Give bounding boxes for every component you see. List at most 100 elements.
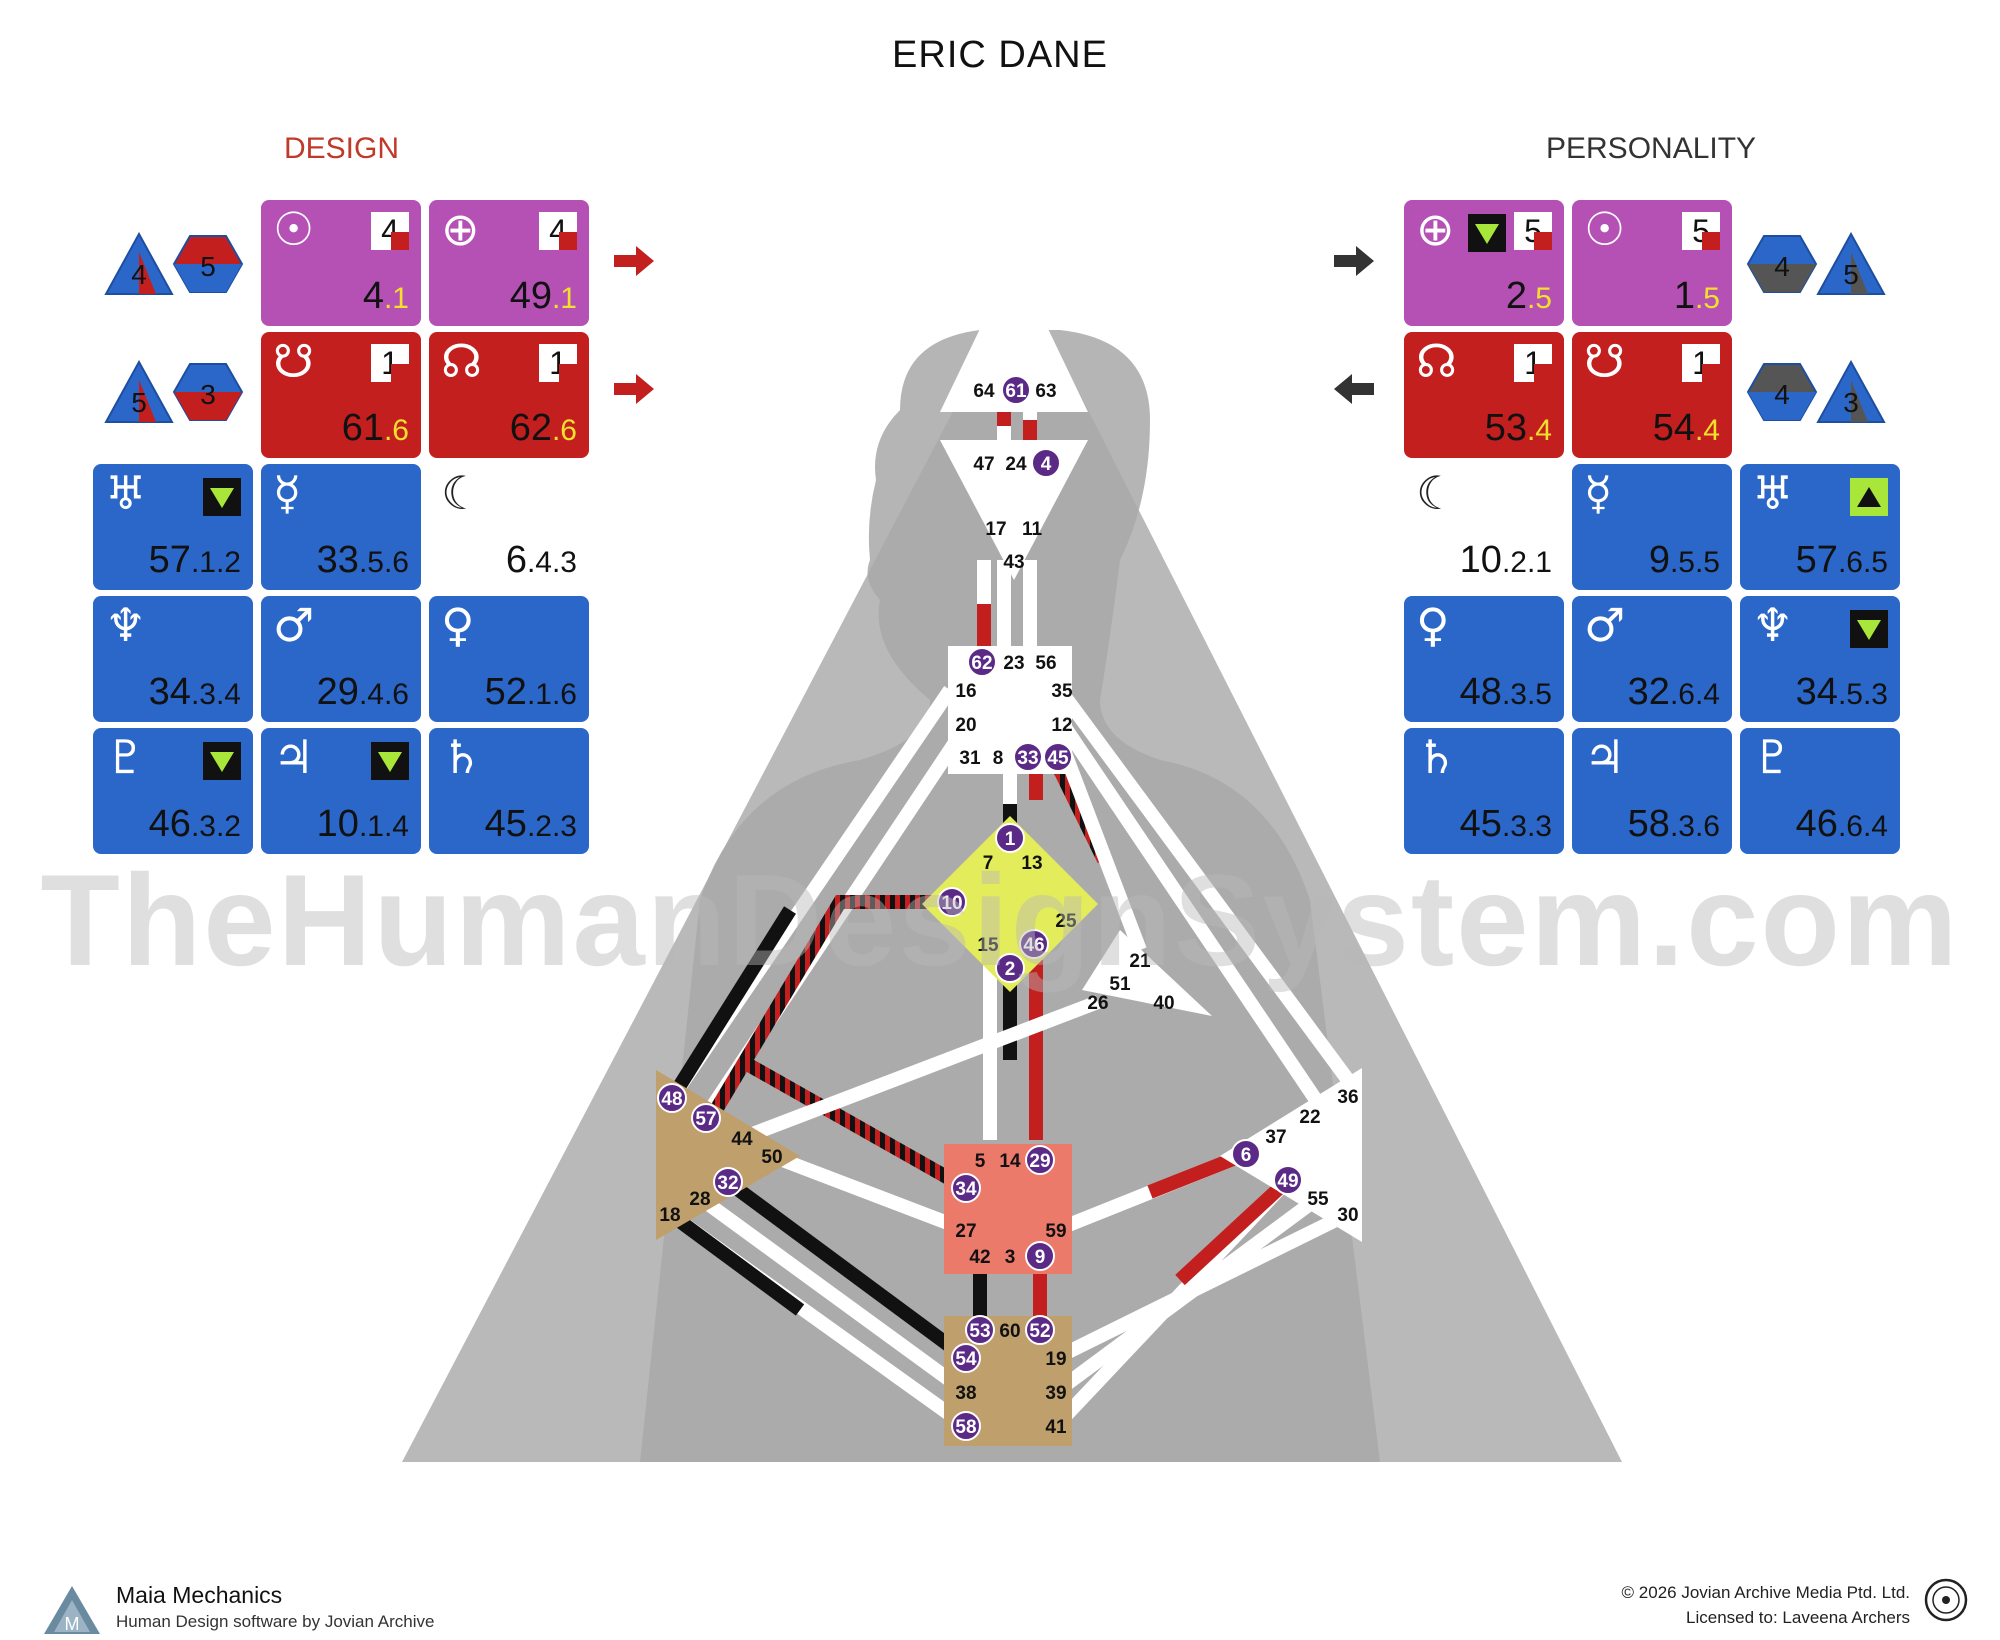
gate-33-active: 33 [1013,742,1043,772]
svg-text:12: 12 [1051,715,1072,736]
gate-39: 39 [1045,1383,1066,1404]
gate-49-active: 49 [1273,1165,1303,1195]
svg-text:48: 48 [661,1089,682,1110]
color-hexagon-badge: 4 [1746,363,1818,421]
activation-value: 52.1.6 [484,671,577,713]
gate-13: 13 [1021,853,1042,874]
svg-text:39: 39 [1045,1383,1066,1404]
color-hexagon-badge: 4 [1746,235,1818,293]
venus-icon: ♀ [1416,598,1450,652]
north-node-icon: ☊ [1416,334,1457,388]
svg-text:24: 24 [1005,454,1027,475]
svg-text:45: 45 [1047,748,1069,769]
svg-text:46: 46 [1023,935,1044,956]
svg-text:57: 57 [695,1109,716,1130]
venus-icon: ♀ [441,598,475,652]
activation-value: 57.1.2 [148,539,241,581]
gate-29-active: 29 [1025,1145,1055,1175]
personality-planet-tile: ☿9.5.5 [1572,464,1732,590]
svg-text:26: 26 [1087,993,1108,1014]
svg-text:4: 4 [131,259,147,290]
gate-1-active: 1 [995,823,1025,853]
svg-text:25: 25 [1055,911,1077,932]
neptune-icon: ♆ [1752,598,1794,652]
activation-value: 61.6 [341,407,409,449]
gate-17: 17 [985,519,1006,540]
svg-text:60: 60 [999,1321,1020,1342]
svg-text:38: 38 [955,1383,976,1404]
activation-value: 29.4.6 [316,671,409,713]
tone-triangle-badge: 3 [1816,360,1886,423]
svg-text:61: 61 [1005,381,1027,402]
design-planet-tile: ♄45.2.3 [429,728,589,854]
gate-2-active: 2 [995,953,1025,983]
gate-21: 21 [1129,951,1151,972]
gate-4-active: 4 [1031,448,1061,478]
svg-text:41: 41 [1045,1417,1067,1438]
activation-value: 1.5 [1673,275,1720,317]
personality-planet-tile: ♀48.3.5 [1404,596,1564,722]
svg-text:5: 5 [131,387,147,418]
svg-text:18: 18 [659,1205,680,1226]
gate-56: 56 [1035,653,1056,674]
gate-45-active: 45 [1043,742,1073,772]
svg-text:3: 3 [1843,387,1859,418]
activation-value: 9.5.5 [1648,539,1720,581]
saturn-icon: ♄ [441,730,483,784]
solar-plexus-center [1220,1068,1362,1242]
personality-planet-tile: ♅57.6.5 [1740,464,1900,590]
activation-value: 2.5 [1505,275,1552,317]
tone-triangle-badge: 5 [1816,232,1886,295]
gate-5: 5 [975,1151,986,1172]
mars-icon: ♂ [1584,598,1626,652]
svg-text:55: 55 [1307,1189,1329,1210]
detriment-triangle-icon [371,742,409,780]
svg-text:32: 32 [717,1173,738,1194]
svg-text:13: 13 [1021,853,1042,874]
activation-value: 34.5.3 [1795,671,1888,713]
gate-40: 40 [1153,993,1174,1014]
gate-37: 37 [1265,1127,1286,1148]
svg-text:14: 14 [999,1151,1021,1172]
svg-text:33: 33 [1017,748,1038,769]
gate-31: 31 [959,748,981,769]
svg-text:50: 50 [761,1147,782,1168]
svg-text:4: 4 [1774,379,1790,410]
svg-text:43: 43 [1003,552,1024,573]
svg-text:8: 8 [993,748,1004,769]
activation-value: 57.6.5 [1795,539,1888,581]
design-column-title: DESIGN [284,132,400,165]
gate-6-active: 6 [1231,1139,1261,1169]
gate-55: 55 [1307,1189,1329,1210]
gate-62-active: 62 [967,647,997,677]
line-digit-box: 5 [1682,212,1720,250]
svg-text:22: 22 [1299,1107,1320,1128]
svg-text:5: 5 [200,251,216,282]
footer-copyright: © 2026 Jovian Archive Media Ptd. Ltd. [1621,1583,1910,1602]
gate-51: 51 [1109,974,1131,995]
tone-triangle-badge: 5 [104,360,174,423]
north-node-icon: ☊ [441,334,482,388]
gate-44: 44 [731,1129,753,1150]
activation-value: 54.4 [1652,407,1720,449]
pluto-icon: ♇ [105,730,147,784]
svg-text:17: 17 [985,519,1006,540]
gate-36: 36 [1337,1087,1358,1108]
channels [665,404,1354,1432]
activation-value: 33.5.6 [316,539,409,581]
moon-icon: ☾ [441,466,483,520]
activation-value: 48.3.5 [1459,671,1552,713]
svg-text:16: 16 [955,681,976,702]
svg-text:6: 6 [1241,1145,1252,1166]
svg-text:23: 23 [1003,653,1024,674]
svg-text:35: 35 [1051,681,1073,702]
svg-text:31: 31 [959,748,981,769]
activation-value: 45.3.3 [1459,803,1552,845]
svg-text:64: 64 [973,381,995,402]
design-planet-tile: ♃10.1.4 [261,728,421,854]
gate-19: 19 [1045,1349,1066,1370]
gate-12: 12 [1051,715,1072,736]
